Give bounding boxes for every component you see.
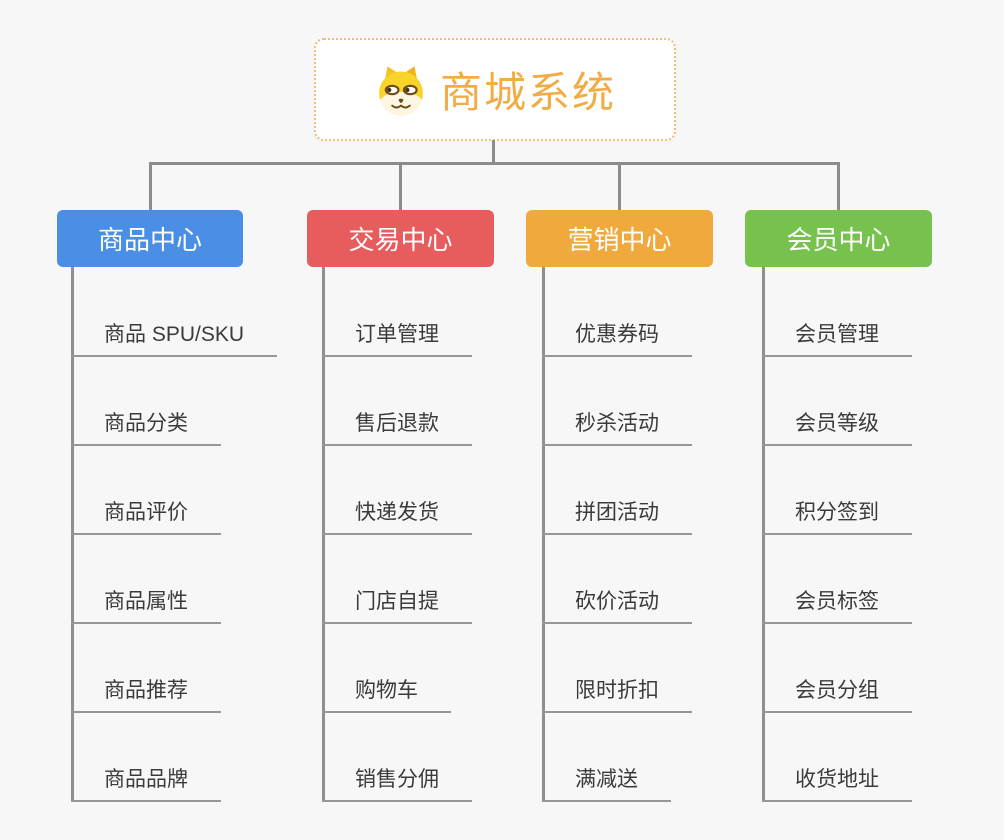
doge-icon xyxy=(374,63,428,117)
leaf-label[interactable]: 售后退款 xyxy=(322,407,472,446)
leaf-node: 商品属性 xyxy=(71,585,221,624)
leaf-node: 商品品牌 xyxy=(71,763,221,802)
leaf-label[interactable]: 会员管理 xyxy=(762,318,912,357)
branch-node-product-center[interactable]: 商品中心 xyxy=(57,210,243,267)
branch-node-trade-center[interactable]: 交易中心 xyxy=(307,210,494,267)
leaf-node: 商品推荐 xyxy=(71,674,221,713)
leaf-label[interactable]: 快递发货 xyxy=(322,496,472,535)
branch-column-marketing: 优惠券码 秒杀活动 拼团活动 砍价活动 限时折扣 满减送 xyxy=(542,267,792,802)
leaf-node: 门店自提 xyxy=(322,585,472,624)
leaf-node: 商品分类 xyxy=(71,407,221,446)
leaf-node: 订单管理 xyxy=(322,318,472,357)
leaf-label[interactable]: 砍价活动 xyxy=(542,585,692,624)
branch-node-marketing-center[interactable]: 营销中心 xyxy=(526,210,713,267)
leaf-label[interactable]: 限时折扣 xyxy=(542,674,692,713)
leaf-label[interactable]: 商品分类 xyxy=(71,407,221,446)
leaf-label[interactable]: 收货地址 xyxy=(762,763,912,802)
leaf-label[interactable]: 销售分佣 xyxy=(322,763,472,802)
leaf-label[interactable]: 会员标签 xyxy=(762,585,912,624)
root-title: 商城系统 xyxy=(439,69,616,116)
connector-drop-3 xyxy=(618,162,621,210)
leaf-node: 砍价活动 xyxy=(542,585,692,624)
leaf-label[interactable]: 秒杀活动 xyxy=(542,407,692,446)
leaf-label[interactable]: 订单管理 xyxy=(322,318,472,357)
leaf-node: 购物车 xyxy=(322,674,451,713)
leaf-node: 限时折扣 xyxy=(542,674,692,713)
leaf-node: 会员等级 xyxy=(762,407,912,446)
leaf-label[interactable]: 购物车 xyxy=(322,674,451,713)
leaf-label[interactable]: 会员等级 xyxy=(762,407,912,446)
connector-drop-2 xyxy=(399,162,402,210)
leaf-node: 会员管理 xyxy=(762,318,912,357)
leaf-node: 会员分组 xyxy=(762,674,912,713)
leaf-node: 积分签到 xyxy=(762,496,912,535)
branch-column-product: 商品 SPU/SKU 商品分类 商品评价 商品属性 商品推荐 商品品牌 xyxy=(71,267,321,802)
connector-drop-1 xyxy=(149,162,152,210)
leaf-label[interactable]: 商品推荐 xyxy=(71,674,221,713)
leaf-label[interactable]: 积分签到 xyxy=(762,496,912,535)
leaf-label[interactable]: 满减送 xyxy=(542,763,671,802)
leaf-node: 优惠券码 xyxy=(542,318,692,357)
leaf-label[interactable]: 商品评价 xyxy=(71,496,221,535)
leaf-label[interactable]: 商品品牌 xyxy=(71,763,221,802)
leaf-node: 秒杀活动 xyxy=(542,407,692,446)
branch-column-member: 会员管理 会员等级 积分签到 会员标签 会员分组 收货地址 xyxy=(762,267,1004,802)
leaf-node: 快递发货 xyxy=(322,496,472,535)
branch-column-trade: 订单管理 售后退款 快递发货 门店自提 购物车 销售分佣 xyxy=(322,267,572,802)
leaf-label[interactable]: 拼团活动 xyxy=(542,496,692,535)
root-node[interactable]: 商城系统 xyxy=(314,38,676,141)
leaf-node: 会员标签 xyxy=(762,585,912,624)
leaf-node: 满减送 xyxy=(542,763,671,802)
leaf-node: 商品评价 xyxy=(71,496,221,535)
leaf-label[interactable]: 会员分组 xyxy=(762,674,912,713)
leaf-label[interactable]: 商品 SPU/SKU xyxy=(71,318,278,357)
leaf-node: 拼团活动 xyxy=(542,496,692,535)
leaf-label[interactable]: 门店自提 xyxy=(322,585,472,624)
leaf-label[interactable]: 优惠券码 xyxy=(542,318,692,357)
branch-node-member-center[interactable]: 会员中心 xyxy=(745,210,932,267)
leaf-node: 收货地址 xyxy=(762,763,912,802)
connector-root-stub xyxy=(492,140,495,164)
connector-drop-4 xyxy=(837,162,840,210)
leaf-node: 售后退款 xyxy=(322,407,472,446)
leaf-node: 销售分佣 xyxy=(322,763,472,802)
leaf-label[interactable]: 商品属性 xyxy=(71,585,221,624)
leaf-node: 商品 SPU/SKU xyxy=(71,318,278,357)
connector-bus xyxy=(149,162,840,165)
